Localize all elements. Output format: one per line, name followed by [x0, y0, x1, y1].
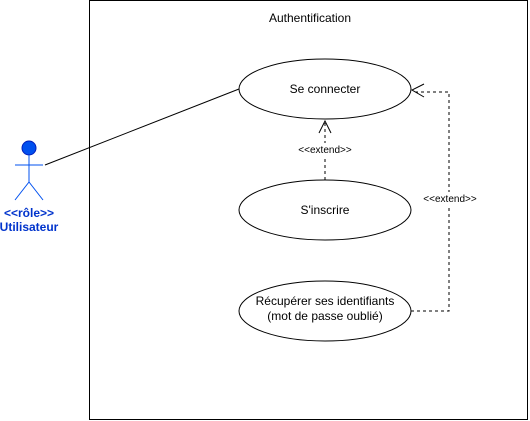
extend-label-bg-recover	[419, 192, 481, 205]
extend-arrowhead-recover	[410, 83, 425, 98]
actor-utilisateur	[14, 140, 44, 201]
extend-label-recover: <<extend>>	[423, 194, 477, 205]
extend-arrow-recover	[411, 91, 450, 312]
use-case-recuperer-label-line2: (mot de passe oublié)	[267, 309, 382, 323]
actor-right-leg	[28, 181, 44, 201]
use-case-se-connecter	[238, 58, 412, 120]
extend-label-bg-register	[294, 143, 356, 156]
use-case-recuperer-label-line1: Récupérer ses identifiants	[256, 294, 395, 308]
actor-name: Utilisateur	[0, 220, 59, 234]
actor-head	[21, 140, 37, 156]
extend-arrowhead-register	[318, 119, 332, 134]
use-case-se-connecter-label: Se connecter	[290, 82, 361, 96]
actor-stereotype: <<rôle>>	[4, 206, 54, 220]
extend-label-register: <<extend>>	[298, 145, 352, 156]
use-case-s-inscrire-label: S'inscrire	[301, 203, 350, 217]
association-line	[44, 88, 240, 166]
actor-left-leg	[14, 181, 30, 201]
system-title: Authentification	[269, 11, 351, 25]
